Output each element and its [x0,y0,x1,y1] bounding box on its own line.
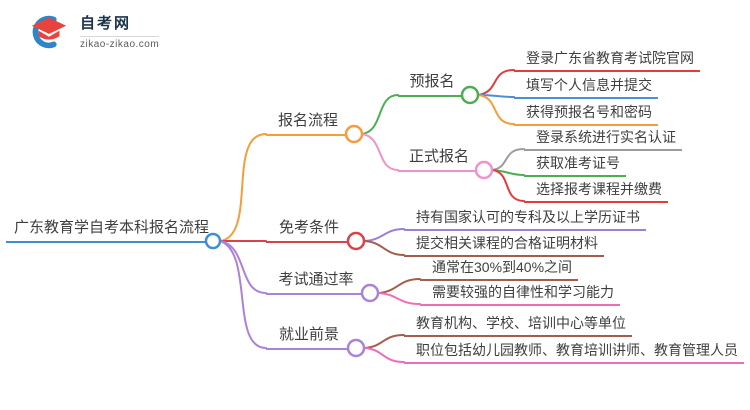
node-circle-pre-registration [460,85,480,105]
connector-root-employment-prospects [219,240,267,349]
connector-leaf [377,292,421,305]
leaf-node: 获得预报名号和密码 [514,104,658,126]
connector-leaf [363,228,405,242]
leaf-node: 登录系统进行实名认证 [524,129,682,151]
leaf-node: 提交相关课程的合格证明材料 [404,235,604,257]
leaf-node: 需要较强的自律性和学习能力 [420,284,620,306]
connector-root-exam-pass-rate [219,240,267,294]
leaf-node: 获取准考证号 [524,155,626,177]
node-circle-exam-pass-rate [360,283,380,303]
leaf-node: 持有国家认可的专科及以上学历证书 [404,209,646,231]
logo-domain: zikao-zikao.com [80,38,160,50]
connector-pre-registration [361,94,399,135]
connector-leaf [363,334,405,349]
leaf-node: 通常在30%到40%之间 [420,259,579,281]
node-circle-employment-prospects [346,338,366,358]
node-circle-formal-registration [474,160,494,180]
leaf-node: 教育机构、学校、培训中心等单位 [404,315,632,337]
leaf-node: 选择报考课程并缴费 [524,181,668,203]
connector-leaf [363,240,405,256]
connector-leaf [491,169,525,202]
site-logo: 自考网 zikao-zikao.com [28,12,160,52]
connector-leaf [363,347,405,363]
connector-leaf [377,278,421,294]
node-circle-root [204,232,222,250]
branch-node-exemption-conditions: 免考条件 [266,219,348,243]
connector-root-registration-process [219,133,267,242]
logo-divider [80,35,160,37]
connector-formal-registration [361,133,399,171]
logo-title: 自考网 [80,14,132,32]
root-node: 广东教育学自考本科报名流程 [6,219,209,243]
leaf-node: 填写个人信息并提交 [514,77,658,99]
node-circle-exemption-conditions [346,231,366,251]
graduation-cap-logo-icon [31,15,67,49]
branch-node-formal-registration: 正式报名 [398,148,476,172]
connector-leaf [477,94,515,125]
branch-node-employment-prospects: 就业前景 [266,326,348,350]
logo-text-block: 自考网 zikao-zikao.com [80,14,160,50]
branch-node-exam-pass-rate: 考试通过率 [266,271,362,295]
branch-node-pre-registration: 预报名 [398,73,462,97]
branch-node-registration-process: 报名流程 [266,112,346,136]
connector-leaf [477,69,515,96]
leaf-node: 职位包括幼儿园教师、教育培训讲师、教育管理人员 [404,342,744,364]
connector-leaf [491,148,525,171]
node-circle-registration-process [344,124,364,144]
leaf-node: 登录广东省教育考试院官网 [514,50,700,72]
